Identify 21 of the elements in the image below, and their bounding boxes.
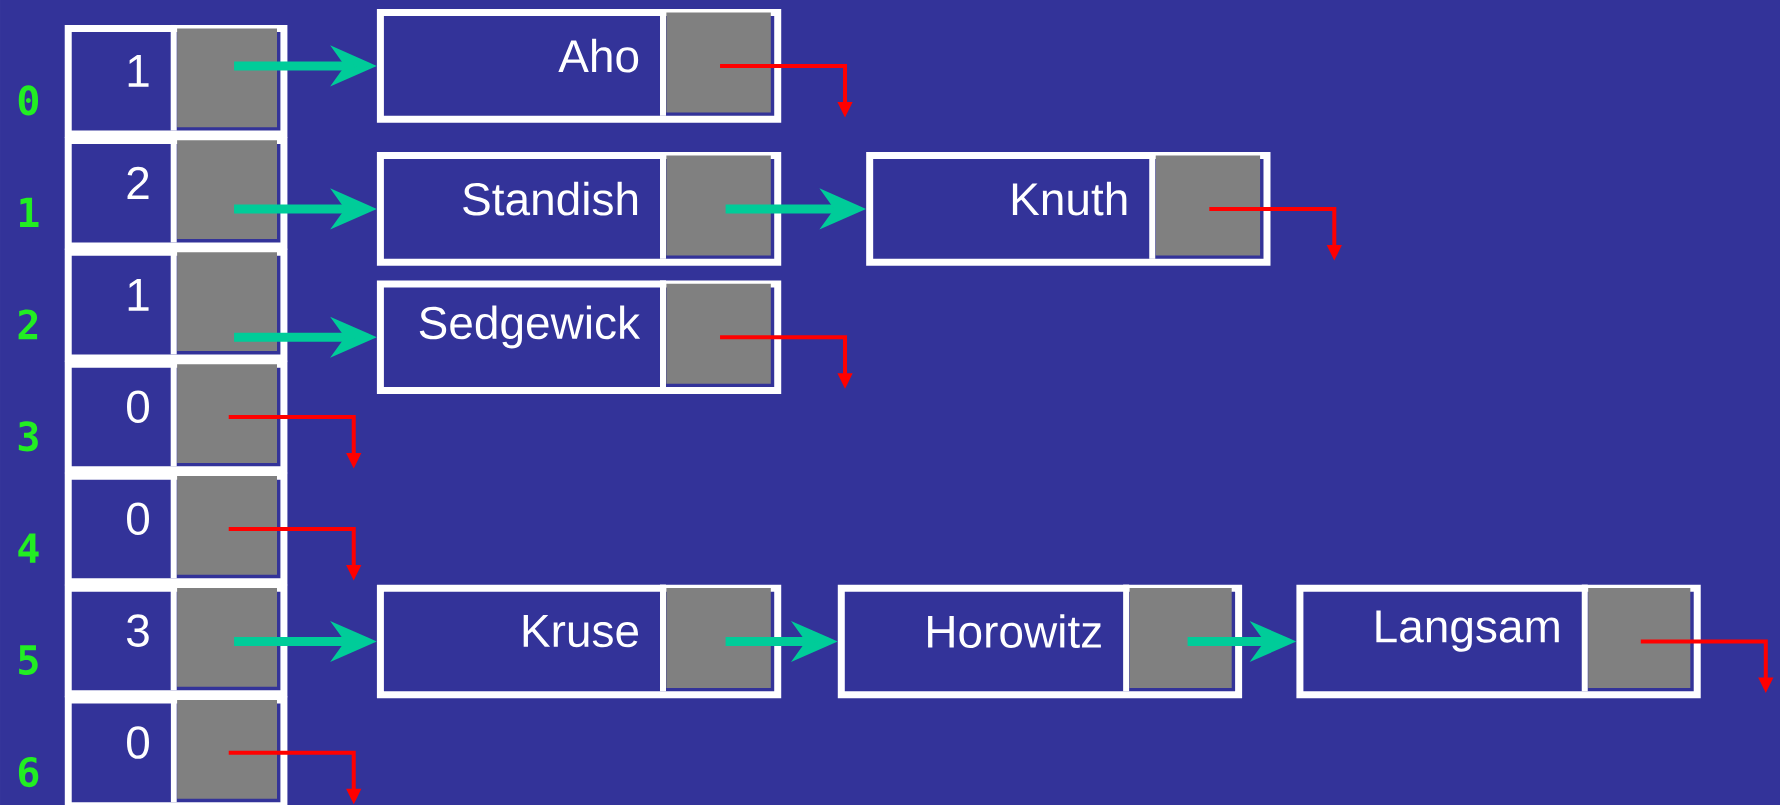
list-node-box: 3 <box>64 584 288 698</box>
list-node-box: Aho <box>376 9 782 123</box>
list-node-box: Sedgewick <box>376 280 782 395</box>
list-node-box: 1 <box>64 24 288 138</box>
index-label: 0 <box>18 85 39 116</box>
index-label: 6 <box>18 756 39 788</box>
list-node-box: 0 <box>64 360 288 474</box>
index-label: 3 <box>18 421 38 452</box>
index-label: 2 <box>18 309 38 340</box>
list-node-box: 0 <box>64 472 288 586</box>
list-node-box: Langsam <box>1296 584 1701 699</box>
list-node-box: 1 <box>64 248 288 362</box>
list-node-box: Standish <box>376 152 782 266</box>
list-node-box: Kruse <box>376 584 782 699</box>
index-label: 4 <box>18 533 39 563</box>
list-node-box: Horowitz <box>837 584 1243 699</box>
index-label: 1 <box>20 197 39 227</box>
index-label: 5 <box>19 645 38 675</box>
list-node-box: 2 <box>64 136 288 250</box>
list-node-box: Knuth <box>866 152 1271 266</box>
list-node-box: 0 <box>64 696 288 805</box>
